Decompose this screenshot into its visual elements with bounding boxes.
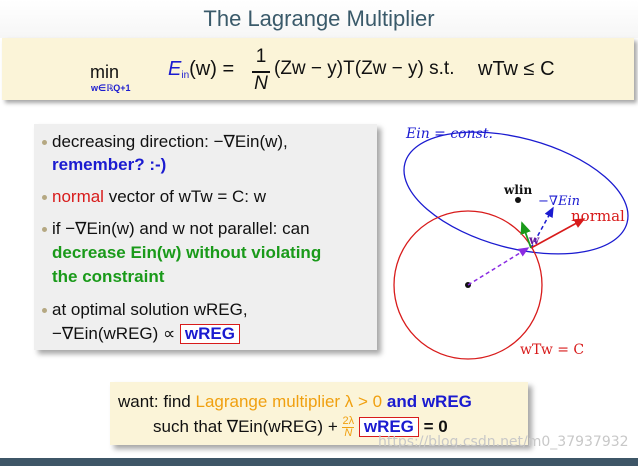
w-label: w bbox=[528, 233, 540, 247]
objective-lhs: Ein(w) = bbox=[168, 58, 234, 81]
e-symbol: E bbox=[168, 58, 182, 80]
bullet-3-line-1: if −∇Ein(w) and w not parallel: can bbox=[52, 219, 310, 238]
want-box: want: find Lagrange multiplier λ > 0 and… bbox=[110, 382, 528, 445]
fraction-bar bbox=[252, 71, 270, 73]
watermark: https://blog.csdn.net/m0_37937932 bbox=[378, 434, 629, 450]
formula-box: min w∈ℝQ+1 Ein(w) = 1 N (Zw − y)T(Zw − y… bbox=[2, 38, 634, 100]
bullet-3-line-3: the constraint bbox=[52, 267, 165, 286]
bullet-4-text: −∇Ein(wREG) ∝ bbox=[52, 324, 176, 343]
normal-arrow bbox=[530, 218, 586, 249]
negative-gradient-arrow bbox=[530, 206, 554, 249]
neg-gradient-label: −∇Ein bbox=[538, 194, 580, 209]
tangent-arrow bbox=[520, 221, 532, 249]
w-reg-box: wREG bbox=[179, 324, 240, 344]
bullet-1-line-2: remember? :-) bbox=[52, 155, 167, 174]
w-lin-label: wlin bbox=[503, 183, 532, 197]
want-line-1: want: find Lagrange multiplier λ > 0 and… bbox=[118, 391, 472, 413]
equals-zero: = 0 bbox=[423, 417, 448, 436]
bullet-3-line-2: decrease Ein(w) without violating bbox=[52, 243, 322, 262]
bullet-4-line-1: at optimal solution wREG, bbox=[52, 300, 248, 319]
constraint: wTw ≤ C bbox=[478, 58, 555, 80]
fraction-denominator: N bbox=[254, 73, 268, 94]
want-intro: want: find bbox=[118, 392, 191, 411]
objective-body: (Zw − y)T(Zw − y) s.t. bbox=[274, 58, 455, 79]
bullet-dot bbox=[42, 227, 47, 232]
lagrange-diagram: Ein = const. wlin −∇Ein normal w wTw = C bbox=[393, 126, 629, 360]
slide-title: The Lagrange Multiplier bbox=[0, 0, 638, 38]
bullet-4-line-2: −∇Ein(wREG) ∝ wREG bbox=[52, 323, 240, 345]
fraction-numerator: 1 bbox=[255, 46, 267, 67]
bullet-dot bbox=[42, 308, 47, 313]
bullet-1-line-1: decreasing direction: −∇Ein(w), bbox=[52, 132, 288, 151]
bullet-dot bbox=[42, 195, 47, 200]
w-reg-box-2: wREG bbox=[358, 417, 419, 437]
w-vector bbox=[467, 247, 530, 286]
min-operator: min bbox=[90, 62, 120, 82]
lagrange-multiplier-phrase: Lagrange multiplier λ > 0 bbox=[195, 392, 383, 411]
min-subscript: w∈ℝQ+1 bbox=[91, 83, 131, 93]
bullet-box: decreasing direction: −∇Ein(w), remember… bbox=[34, 124, 377, 350]
circle-label: wTw = C bbox=[520, 342, 584, 358]
want-w-reg: and wREG bbox=[386, 392, 472, 411]
fraction-bottom: N bbox=[344, 427, 353, 440]
bullet-dot bbox=[42, 140, 47, 145]
two-lambda-fraction: 2λ N bbox=[342, 415, 355, 440]
want-line-2: such that ∇Ein(wREG) + 2λ N wREG = 0 bbox=[153, 416, 448, 439]
fraction-top: 2λ bbox=[342, 415, 355, 429]
constraint-circle bbox=[393, 210, 543, 360]
footer-bar bbox=[0, 458, 638, 466]
condition-text: such that ∇Ein(wREG) + bbox=[153, 417, 338, 436]
normal-word: normal bbox=[52, 187, 104, 206]
e-argument: (w) = bbox=[189, 58, 235, 80]
bullet-2: normal vector of wTw = C: w bbox=[52, 186, 266, 208]
bullet-2-rest: vector of wTw = C: w bbox=[108, 187, 266, 206]
ellipse-label: Ein = const. bbox=[405, 126, 493, 142]
error-contour-ellipse bbox=[403, 131, 629, 255]
normal-label: normal bbox=[571, 207, 625, 225]
e-subscript: in bbox=[181, 70, 190, 81]
w-lin-point bbox=[515, 197, 521, 203]
